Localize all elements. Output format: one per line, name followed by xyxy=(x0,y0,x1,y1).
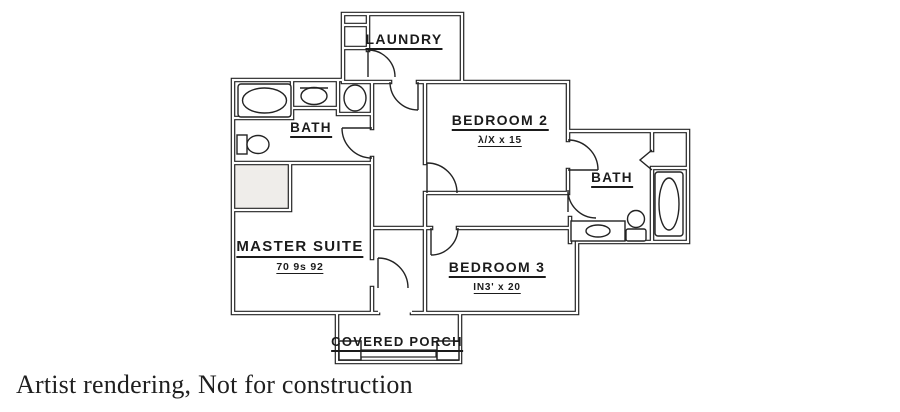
room-dimensions: λ/X x 15 xyxy=(478,134,522,148)
wall-outline-inner xyxy=(231,12,690,364)
room-name: COVERED PORCH xyxy=(331,335,463,352)
door-swings xyxy=(341,49,653,313)
room-dimensions: 70 9s 92 xyxy=(276,260,324,274)
toilet-icon xyxy=(236,134,270,155)
room-label-covered-porch: COVERED PORCH xyxy=(331,335,463,352)
room-name: BEDROOM 2 xyxy=(451,113,549,131)
room-label-bath1: BATH xyxy=(290,120,332,139)
room-dimensions: IN3' x 20 xyxy=(473,281,521,295)
door-swing-linen-closet xyxy=(638,149,653,171)
fixtures xyxy=(236,83,684,361)
bathtub-icon xyxy=(237,83,292,118)
room-label-laundry: LAUNDRY xyxy=(365,32,443,50)
door-swing-bedroom3 xyxy=(430,227,459,256)
door-swing-bath2-bedroom2 xyxy=(567,139,599,171)
room-label-bedroom3: BEDROOM 3 IN3' x 20 xyxy=(448,260,546,295)
room-name: BATH xyxy=(290,120,332,139)
door-swing-bath1 xyxy=(341,127,373,159)
room-label-master-suite: MASTER SUITE 70 9s 92 xyxy=(236,239,364,274)
door-swing-master xyxy=(377,257,409,289)
toilet-closet-icon xyxy=(343,84,367,112)
toilet2-icon xyxy=(625,209,647,242)
bathtub2-icon xyxy=(654,171,684,237)
room-name: BEDROOM 3 xyxy=(448,260,546,278)
room-name: BATH xyxy=(591,170,633,189)
door-swing-bath2-hall xyxy=(567,189,597,219)
door-swing-laundry xyxy=(389,81,419,111)
room-label-bedroom2: BEDROOM 2 λ/X x 15 xyxy=(451,113,549,148)
door-swing-laundry-closet xyxy=(367,49,396,78)
floor-plan-drawing xyxy=(230,11,691,365)
closet-shading xyxy=(235,165,289,209)
room-label-bath2: BATH xyxy=(591,170,633,189)
walls xyxy=(230,11,691,365)
room-name: LAUNDRY xyxy=(365,32,443,50)
door-swing-bedroom2 xyxy=(426,162,458,194)
sink-icon xyxy=(300,86,328,106)
disclaimer-caption: Artist rendering, Not for construction xyxy=(16,370,413,399)
room-name: MASTER SUITE xyxy=(236,239,364,258)
vanity-sink-icon xyxy=(570,220,626,242)
